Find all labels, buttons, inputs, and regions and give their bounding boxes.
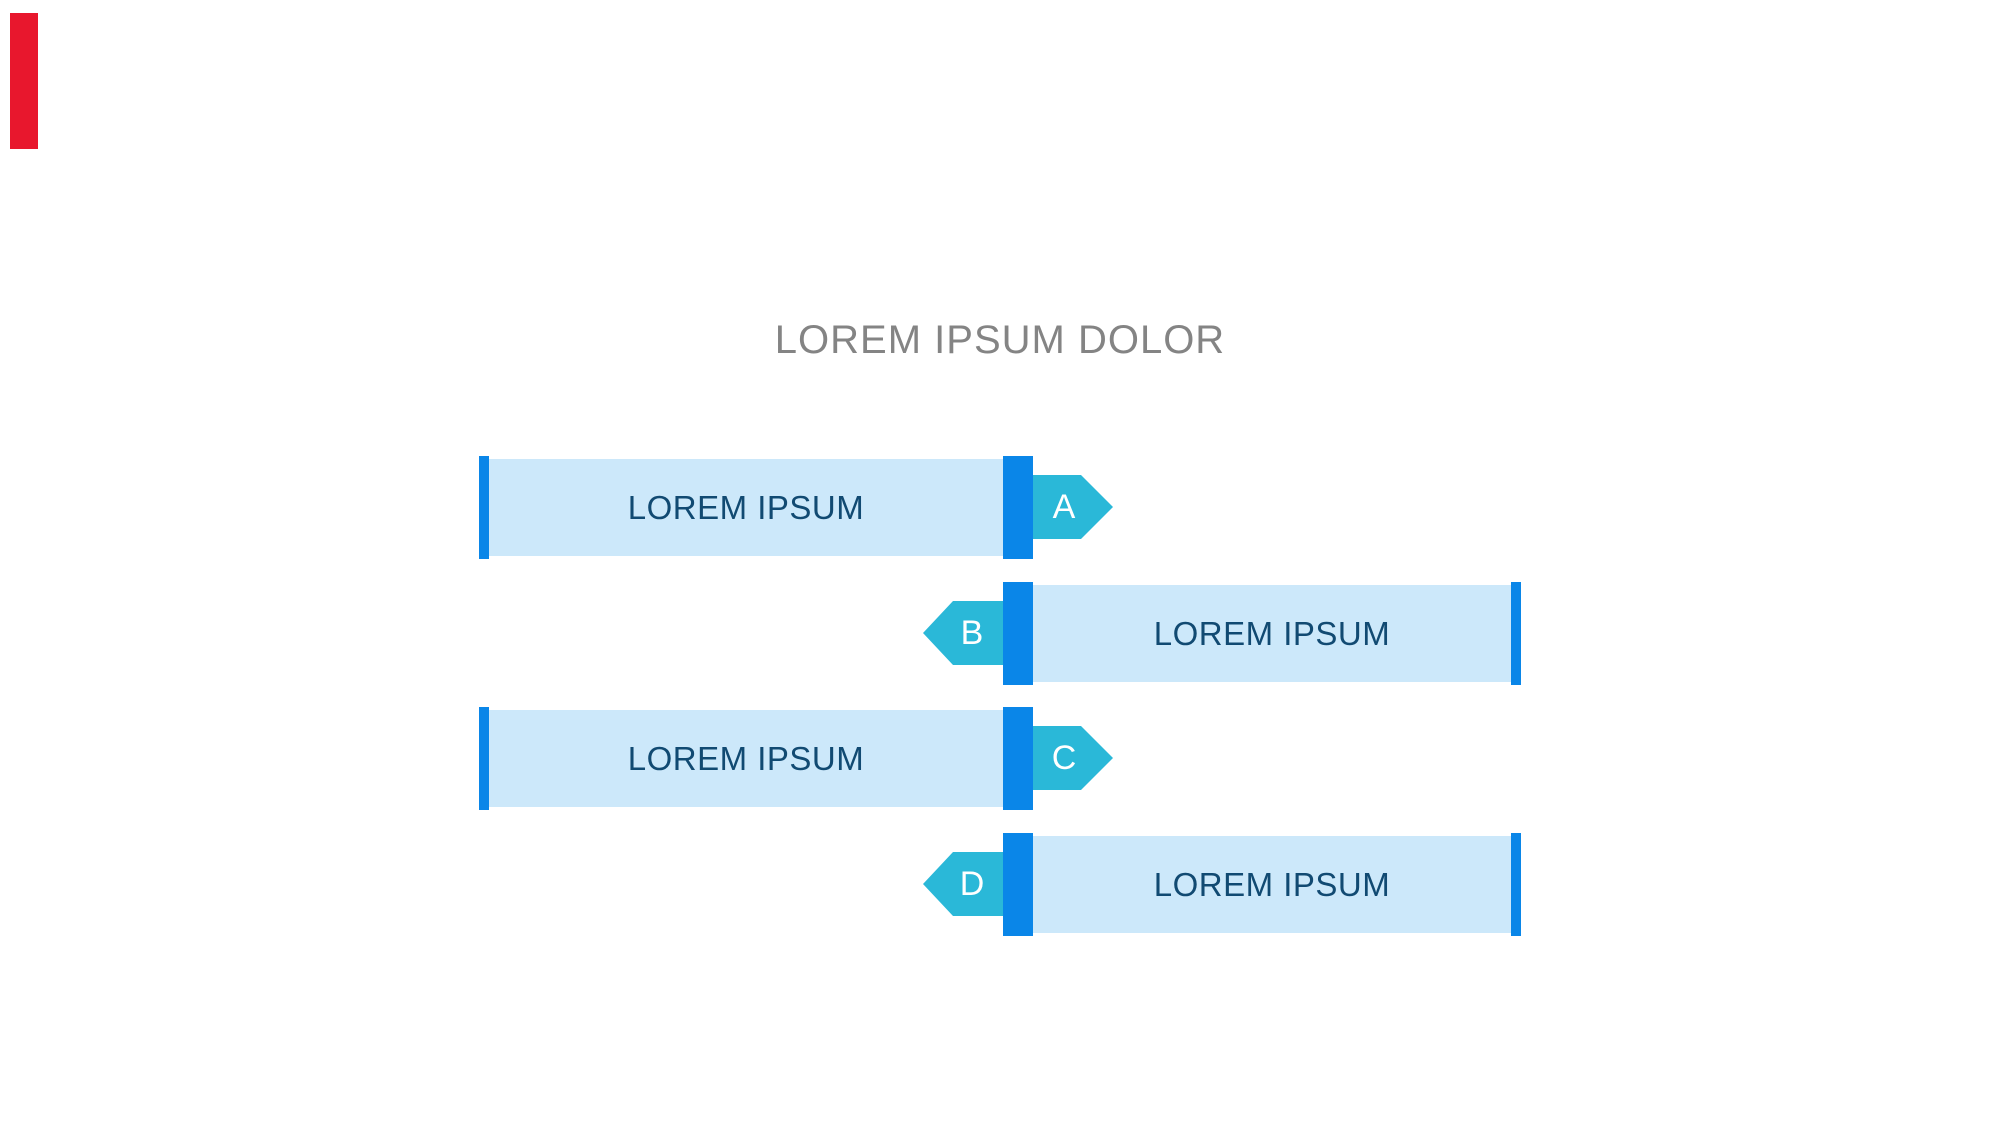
row-c-connector-block <box>1003 707 1033 810</box>
row-b-label: LOREM IPSUM <box>1153 614 1391 652</box>
row-c-accent-bar <box>479 707 489 810</box>
row-b-connector-block <box>1003 582 1033 685</box>
row-d-bar: LOREM IPSUM <box>1033 836 1511 933</box>
row-d-accent-bar <box>1511 833 1521 936</box>
row-d-arrow-letter: D <box>959 864 985 903</box>
row-c-arrow-right-badge: C <box>1033 726 1113 790</box>
row-a-bar: LOREM IPSUM <box>489 459 1003 556</box>
row-b-accent-bar <box>1511 582 1521 685</box>
red-corner-marker <box>10 13 38 149</box>
row-c-label: LOREM IPSUM <box>627 739 865 777</box>
row-a-accent-bar <box>479 456 489 559</box>
row-b: B LOREM IPSUM <box>923 582 1521 685</box>
row-b-arrow-left-badge: B <box>923 601 1003 665</box>
page-title: LOREM IPSUM DOLOR <box>774 318 1226 362</box>
row-c: LOREM IPSUM C <box>479 707 1113 810</box>
row-a-arrow-letter: A <box>1052 487 1076 526</box>
row-a-arrow-right-badge: A <box>1033 475 1113 539</box>
row-a-label: LOREM IPSUM <box>627 488 865 526</box>
row-d-label: LOREM IPSUM <box>1153 865 1391 903</box>
row-a: LOREM IPSUM A <box>479 456 1113 559</box>
row-b-arrow-letter: B <box>960 613 984 652</box>
row-b-bar: LOREM IPSUM <box>1033 585 1511 682</box>
row-d-arrow-left-badge: D <box>923 852 1003 916</box>
row-a-connector-block <box>1003 456 1033 559</box>
row-c-bar: LOREM IPSUM <box>489 710 1003 807</box>
row-c-arrow-letter: C <box>1051 738 1077 777</box>
row-d-connector-block <box>1003 833 1033 936</box>
row-d: D LOREM IPSUM <box>923 833 1521 936</box>
